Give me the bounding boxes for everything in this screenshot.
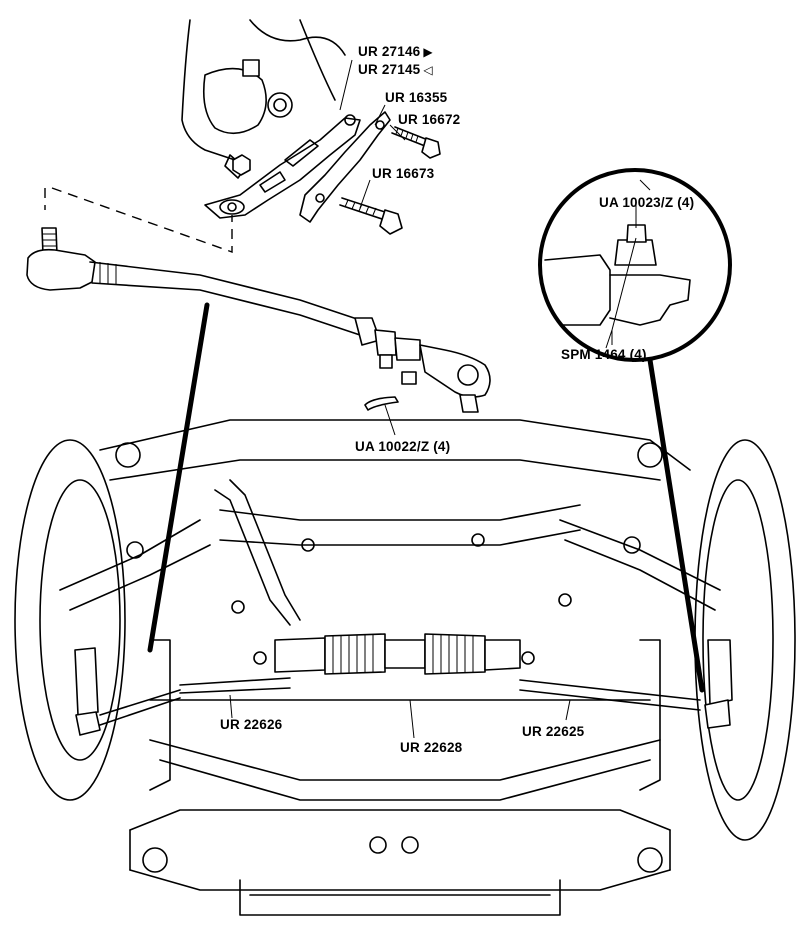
label-ur27146: UR 27146▶ bbox=[358, 45, 433, 59]
label-ur27146-text: UR 27146 bbox=[358, 44, 421, 59]
label-spm1464: SPM 1464 (4) bbox=[561, 347, 647, 362]
label-ur16673: UR 16673 bbox=[372, 166, 435, 181]
front-subframe bbox=[14, 419, 796, 916]
label-ur27145-text: UR 27145 bbox=[358, 62, 421, 77]
outline-triangle-icon: ◁ bbox=[423, 63, 433, 77]
label-ur16672: UR 16672 bbox=[398, 112, 461, 127]
label-ur22625: UR 22625 bbox=[522, 724, 585, 739]
leader-left bbox=[147, 302, 210, 653]
label-ur27145: UR 27145◁ bbox=[358, 63, 433, 77]
label-ua10023z: UA 10023/Z (4) bbox=[599, 195, 695, 210]
exploded-tie-rod bbox=[26, 227, 491, 413]
dashed-guide-bracket bbox=[51, 187, 233, 253]
label-ur22628: UR 22628 bbox=[400, 740, 463, 755]
label-ur22626: UR 22626 bbox=[220, 717, 283, 732]
top-bracket-assembly bbox=[181, 19, 441, 235]
label-ua10022z: UA 10022/Z (4) bbox=[355, 439, 451, 454]
detail-inset bbox=[538, 168, 732, 362]
filled-triangle-icon: ▶ bbox=[423, 45, 433, 59]
label-leaders bbox=[229, 59, 651, 739]
leader-right bbox=[647, 357, 705, 693]
label-ur16355: UR 16355 bbox=[385, 90, 448, 105]
